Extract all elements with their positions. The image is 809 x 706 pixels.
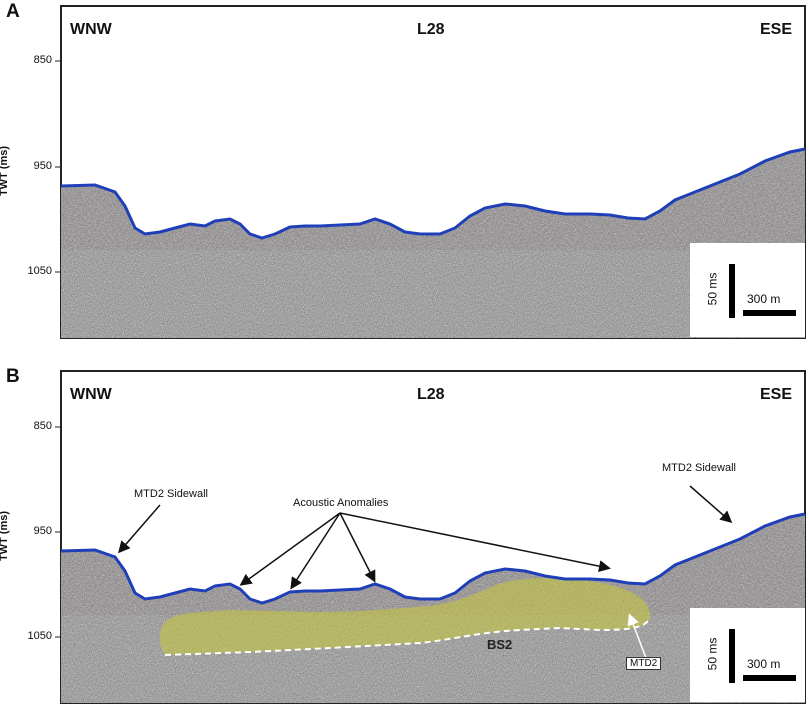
annotation-mtd2: MTD2	[626, 657, 662, 670]
tick-1050-a: 1050	[27, 265, 52, 277]
tick-850-a: 850	[33, 54, 52, 66]
direction-right-a: ESE	[760, 21, 793, 38]
scale-bar-b	[690, 608, 805, 702]
panel-letter-b: B	[6, 366, 20, 387]
annotation-sidewall-right: MTD2 Sidewall	[662, 462, 736, 474]
y-ticks-a	[55, 60, 61, 273]
tick-950-a: 950	[33, 160, 52, 172]
bs2-basal-surface	[164, 617, 651, 656]
line-name-a: L28	[417, 21, 445, 38]
annotation-bs2: BS2	[487, 637, 513, 652]
direction-left-b: WNW	[70, 386, 112, 403]
scale-bar-a	[690, 243, 805, 337]
scale-vertical-label-a: 50 ms	[705, 272, 720, 306]
anomaly-arrow-2	[290, 512, 341, 590]
anomaly-arrow-3	[339, 512, 376, 583]
scale-vertical-label-b: 50 ms	[705, 637, 720, 671]
scale-horizontal-label-b: 300 m	[747, 657, 781, 671]
panel-letter-a: A	[6, 1, 20, 22]
annotation-sidewall-left: MTD2 Sidewall	[134, 488, 208, 500]
anomaly-arrow-1	[239, 512, 341, 586]
direction-left-a: WNW	[70, 21, 112, 38]
mtd2-arrow	[627, 613, 647, 659]
seafloor-reflector-b	[60, 512, 806, 605]
tick-1050-b: 1050	[27, 630, 52, 642]
annotation-acoustic-anomalies: Acoustic Anomalies	[293, 497, 389, 509]
y-ticks-b	[55, 426, 61, 638]
direction-right-b: ESE	[760, 386, 793, 403]
panel-a-plot	[60, 5, 806, 339]
sidewall-left-arrow	[118, 504, 161, 554]
tick-950-b: 950	[33, 525, 52, 537]
sidewall-right-arrow	[689, 485, 733, 523]
panel-b-plot	[60, 370, 806, 704]
mtd2-body	[159, 578, 651, 655]
scale-horizontal-label-a: 300 m	[747, 292, 781, 306]
tick-850-b: 850	[33, 420, 52, 432]
seafloor-reflector-a	[60, 147, 806, 240]
line-name-b: L28	[417, 386, 445, 403]
y-axis-label-a: TWT (ms)	[0, 145, 11, 197]
y-axis-label-b: TWT (ms)	[0, 510, 11, 562]
anomaly-arrow-4	[339, 512, 611, 573]
